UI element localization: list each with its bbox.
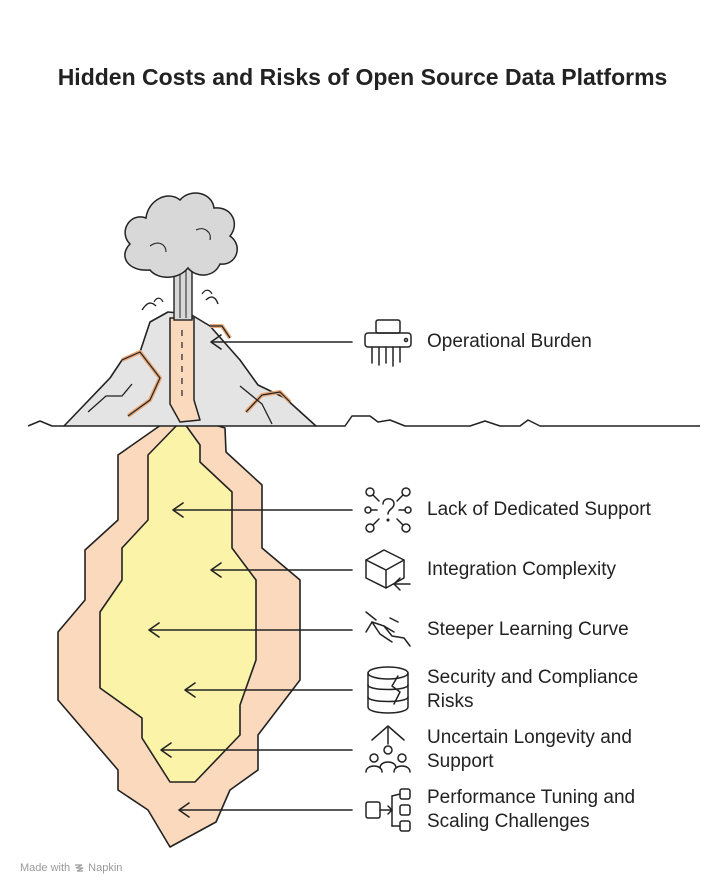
label-steeper-learning-curve: Steeper Learning Curve [427,619,629,640]
cube-arrow-icon [365,549,411,591]
mountain-slope-icon [365,611,411,647]
napkin-logo-icon [75,864,84,872]
question-network-icon [364,487,412,533]
pointer-arrows [148,334,353,818]
page-title: Hidden Costs and Risks of Open Source Da… [57,64,668,90]
magma-conduit [169,317,201,423]
label-lack-of-dedicated-support: Lack of Dedicated Support [427,499,651,520]
people-arrow-icon [365,725,411,773]
label-performance-tuning-and-scaling: Performance Tuning and Scaling Challenge… [427,787,636,832]
shredder-icon [364,319,412,367]
smoke-cloud [124,192,238,278]
scaling-boxes-icon [365,788,411,832]
footer-made-with: Made with [20,862,71,874]
database-crack-icon [367,666,409,714]
ground-line [27,415,700,427]
footer-branding: Made with Napkin [20,862,122,874]
label-integration-complexity: Integration Complexity [427,559,617,580]
footer-brand: Napkin [88,862,123,874]
label-operational-burden: Operational Burden [427,331,592,352]
label-uncertain-longevity-and-support: Uncertain Longevity and Support [427,727,632,772]
label-security-and-compliance-risks: Security and Compliance Risks [427,667,639,712]
